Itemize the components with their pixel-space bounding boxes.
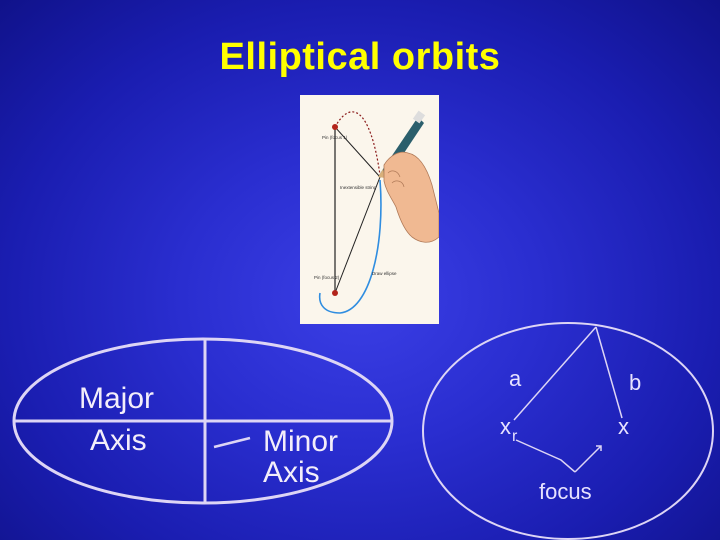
minor-axis-label-line2: Axis <box>263 456 320 489</box>
label-a: a <box>509 366 522 391</box>
focus-marker-left: x <box>500 414 511 439</box>
inextensible-string-label: Inextensible string <box>340 185 377 190</box>
pin-focus-2 <box>332 290 338 296</box>
drawn-ellipse-arc <box>318 179 382 314</box>
pencil-tip <box>378 169 385 178</box>
string-lower <box>334 176 381 294</box>
distance-a-line <box>513 326 597 421</box>
label-b: b <box>629 370 642 395</box>
string-upper <box>334 126 381 178</box>
pencil-cap <box>412 110 426 124</box>
label-r: r <box>512 428 518 445</box>
major-axis-label-line2: Axis <box>90 424 147 457</box>
focus-pointer-right <box>574 445 602 473</box>
focus-arrowhead-icon <box>596 445 602 451</box>
focus-marker-right: x <box>618 414 629 439</box>
hand-illustration <box>383 151 439 243</box>
draw-ellipse-label: Draw ellipse <box>372 271 397 276</box>
pin-focus-1-label: Pin (focus 1) <box>322 135 348 140</box>
focus-label: focus <box>539 479 592 504</box>
pin-focus-2-label: Pin (focus 2) <box>314 275 340 280</box>
minor-axis-pointer <box>213 436 251 449</box>
pin-focus-1 <box>332 124 338 130</box>
distance-b-line <box>595 326 623 419</box>
major-axis-label-line1: Major <box>79 382 155 415</box>
dashed-arc <box>334 111 381 176</box>
focus-pointer-left <box>515 439 576 473</box>
ellipse-drawing-illustration: Pin (focus 1) Inextensible string Pin (f… <box>300 95 439 324</box>
right-ellipse-outline <box>422 322 714 540</box>
ellipse-drawing-graphic <box>318 110 439 314</box>
slide-title: Elliptical orbits <box>219 36 501 78</box>
minor-axis-label-line1: Minor <box>263 425 339 458</box>
